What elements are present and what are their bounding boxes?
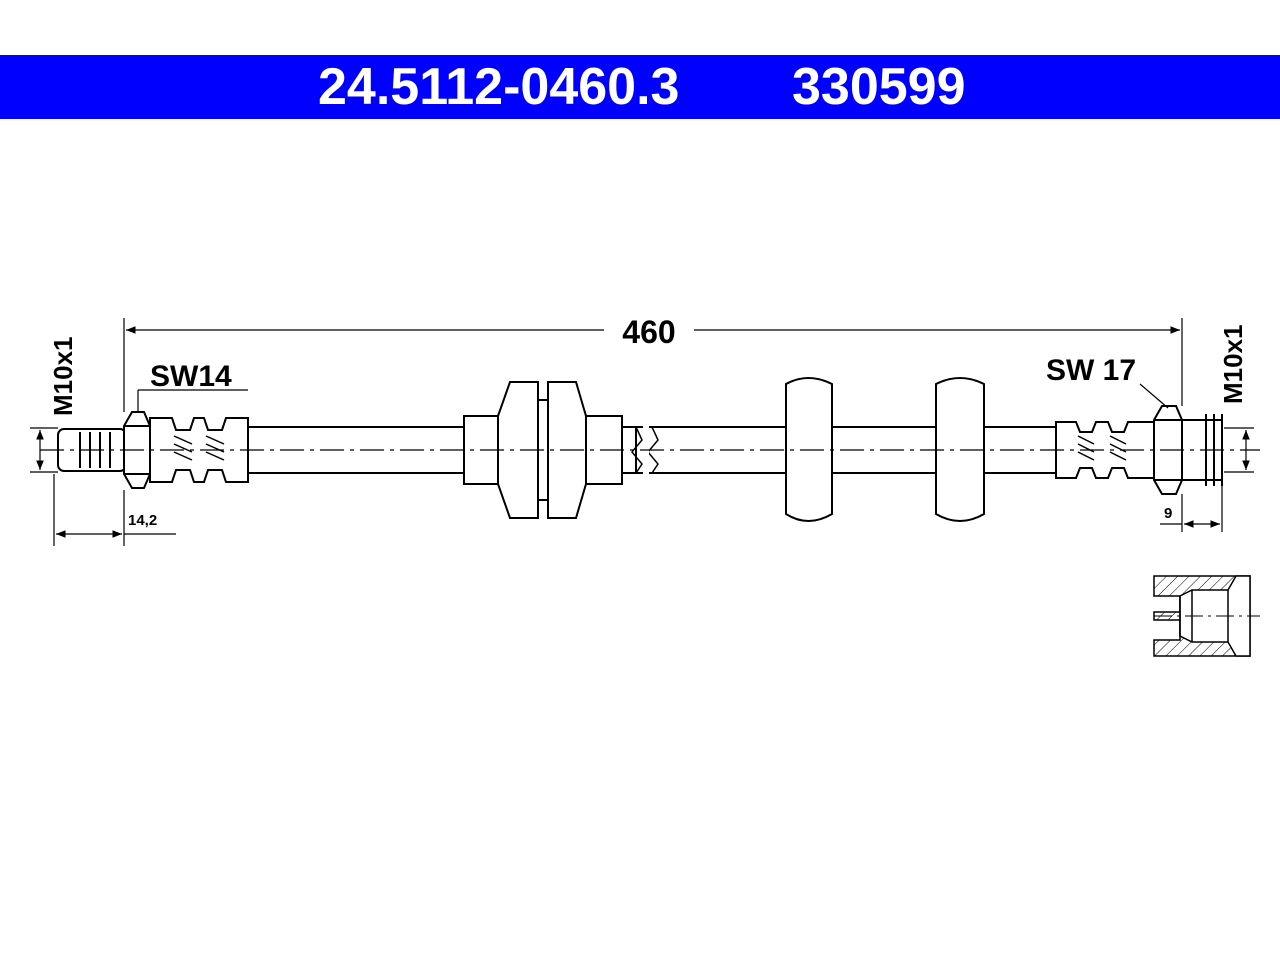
part-number: 24.5112-0460.3 — [318, 58, 680, 116]
right-offset-label: 9 — [1164, 505, 1172, 522]
right-wrench-size-label: SW 17 — [1046, 354, 1136, 387]
left-offset-label: 14,2 — [128, 512, 157, 529]
reference-number: 330599 — [792, 58, 966, 116]
left-wrench-size-label: SW14 — [150, 360, 232, 393]
bracket-flange-left — [497, 381, 539, 519]
dimension-lines — [30, 318, 1254, 546]
overall-length-label: 460 — [622, 314, 675, 350]
header-band: 24.5112-0460.3 330599 — [0, 55, 1280, 119]
port-section-detail — [1153, 575, 1260, 657]
right-thread-label: M10x1 — [1218, 325, 1248, 405]
left-thread-label: M10x1 — [48, 337, 78, 417]
left-crimp-sleeve — [149, 417, 249, 483]
